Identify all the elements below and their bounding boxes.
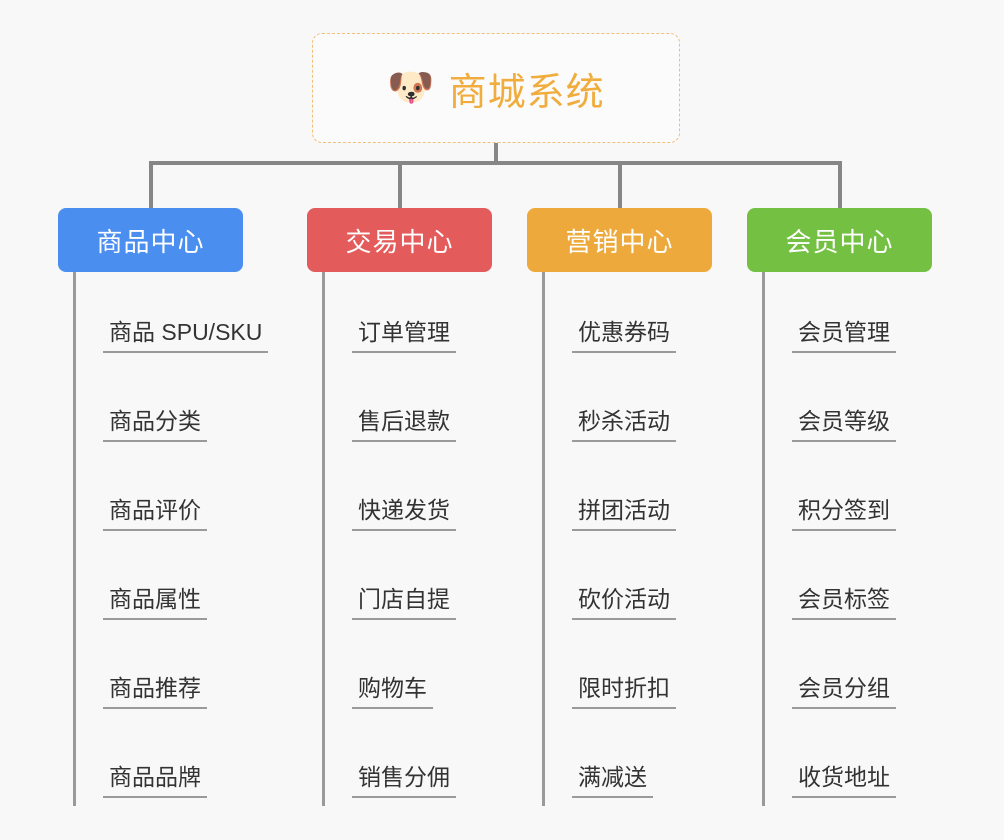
connector-drop-2 [398,161,402,208]
leaf-item[interactable]: 商品品牌 [58,717,243,806]
root-node-mall-system[interactable]: 🐶 商城系统 [312,33,680,143]
leaf-item-label: 商品品牌 [103,764,207,798]
leaf-item-label: 购物车 [352,675,433,709]
leaf-item[interactable]: 商品推荐 [58,628,243,717]
connector-drop-1 [149,161,153,208]
leaf-item[interactable]: 会员标签 [747,539,932,628]
leaf-item-label: 销售分佣 [352,764,456,798]
leaf-item[interactable]: 快递发货 [307,450,492,539]
leaf-item[interactable]: 积分签到 [747,450,932,539]
leaf-item-label: 订单管理 [352,319,456,353]
category-header-1[interactable]: 商品中心 [58,208,243,272]
category-column-1: 商品中心商品 SPU/SKU 商品分类商品评价商品属性商品推荐商品品牌 [58,208,269,806]
dog-face-icon: 🐶 [387,67,435,109]
category-column-2: 交易中心订单管理售后退款快递发货门店自提购物车销售分佣 [307,208,492,806]
connector-root-stem [494,143,498,163]
leaf-item-label: 售后退款 [352,408,456,442]
connector-drop-4 [838,161,842,208]
leaf-item-label: 门店自提 [352,586,456,620]
leaf-list-2: 订单管理售后退款快递发货门店自提购物车销售分佣 [307,272,492,806]
leaf-item-label: 快递发货 [352,497,456,531]
leaf-item[interactable]: 收货地址 [747,717,932,806]
category-header-label: 营销中心 [565,226,674,257]
leaf-item[interactable]: 拼团活动 [527,450,712,539]
category-header-4[interactable]: 会员中心 [747,208,932,272]
leaf-item-label: 商品分类 [103,408,207,442]
leaf-item[interactable]: 限时折扣 [527,628,712,717]
leaf-item[interactable]: 商品分类 [58,361,243,450]
category-header-label: 交易中心 [345,226,454,257]
leaf-item[interactable]: 门店自提 [307,539,492,628]
leaf-item-label: 商品属性 [103,586,207,620]
leaf-item[interactable]: 秒杀活动 [527,361,712,450]
leaf-item-label: 限时折扣 [572,675,676,709]
category-header-2[interactable]: 交易中心 [307,208,492,272]
leaf-item[interactable]: 会员分组 [747,628,932,717]
leaf-list-1: 商品 SPU/SKU 商品分类商品评价商品属性商品推荐商品品牌 [58,272,269,806]
leaf-item-label: 拼团活动 [572,497,676,531]
leaf-item-label: 会员标签 [792,586,896,620]
leaf-item-label: 秒杀活动 [572,408,676,442]
leaf-item[interactable]: 商品属性 [58,539,243,628]
leaf-item-label: 砍价活动 [572,586,676,620]
connector-trunk-4 [762,272,765,806]
leaf-list-3: 优惠券码秒杀活动拼团活动砍价活动限时折扣满减送 [527,272,712,806]
connector-trunk-3 [542,272,545,806]
category-column-4: 会员中心会员管理会员等级积分签到会员标签会员分组收货地址 [747,208,932,806]
leaf-item-label: 收货地址 [792,764,896,798]
leaf-list-4: 会员管理会员等级积分签到会员标签会员分组收货地址 [747,272,932,806]
leaf-item[interactable]: 销售分佣 [307,717,492,806]
connector-trunk-2 [322,272,325,806]
leaf-item-label: 会员分组 [792,675,896,709]
category-header-3[interactable]: 营销中心 [527,208,712,272]
category-header-label: 会员中心 [785,226,894,257]
leaf-item-label: 满减送 [572,764,653,798]
leaf-item-label: 会员管理 [792,319,896,353]
connector-horizontal-bus [149,161,839,165]
leaf-item[interactable]: 订单管理 [307,272,492,361]
connector-trunk-1 [73,272,76,806]
leaf-item[interactable]: 优惠券码 [527,272,712,361]
leaf-item-label: 商品推荐 [103,675,207,709]
leaf-item[interactable]: 会员等级 [747,361,932,450]
leaf-item[interactable]: 会员管理 [747,272,932,361]
connector-drop-3 [618,161,622,208]
leaf-item-label: 积分签到 [792,497,896,531]
leaf-item[interactable]: 满减送 [527,717,712,806]
category-header-label: 商品中心 [96,226,205,257]
leaf-item-label: 商品 SPU/SKU [103,319,269,353]
leaf-item[interactable]: 商品 SPU/SKU [58,272,269,361]
leaf-item[interactable]: 购物车 [307,628,492,717]
leaf-item-label: 会员等级 [792,408,896,442]
leaf-item[interactable]: 砍价活动 [527,539,712,628]
category-column-3: 营销中心优惠券码秒杀活动拼团活动砍价活动限时折扣满减送 [527,208,712,806]
leaf-item-label: 商品评价 [103,497,207,531]
leaf-item-label: 优惠券码 [572,319,676,353]
leaf-item[interactable]: 售后退款 [307,361,492,450]
root-node-label: 商城系统 [448,71,605,114]
leaf-item[interactable]: 商品评价 [58,450,243,539]
